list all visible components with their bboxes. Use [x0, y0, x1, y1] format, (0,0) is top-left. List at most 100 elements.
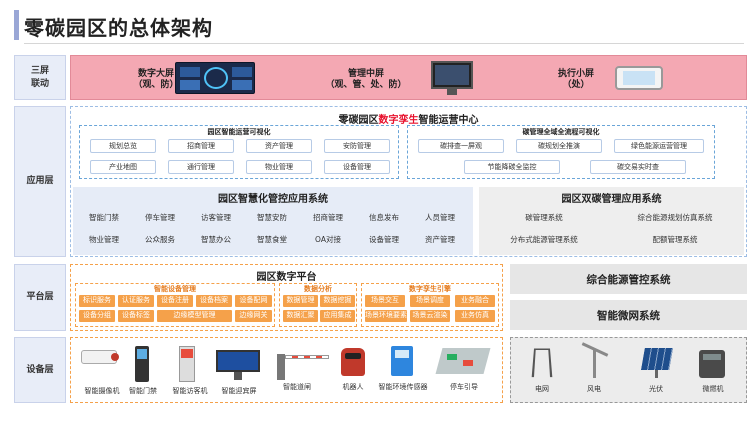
carbon-chip: 节能降碳全监控	[464, 160, 560, 174]
camera-lens-icon	[111, 353, 119, 361]
platform-chip: 边缘模型管理	[157, 310, 232, 322]
platform-chip: 设备注册	[157, 295, 193, 307]
monitor-icon	[431, 61, 473, 89]
platform-chip: 场景环境要素	[365, 310, 407, 322]
smart-control-item: 智慧食堂	[257, 235, 287, 244]
device-label: 停车引导	[450, 383, 478, 391]
layer-label-application: 应用层	[14, 106, 66, 257]
parking-spot-icon	[463, 360, 473, 366]
carbon-visual-group: 碳管理全域全流程可视化 碳排查一屏观 碳规划全推演 绿色能源运营管理 节能降碳全…	[407, 125, 715, 179]
layer-label-device: 设备层	[14, 337, 66, 403]
welcome-screen-stand-icon	[234, 372, 242, 380]
carbon-visual-title: 碳管理全域全流程可视化	[522, 128, 600, 136]
dashboard-screen-icon	[175, 62, 255, 94]
dual-carbon-system: 园区双碳管理应用系统 碳管理系统 综合能源规划仿真系统 分布式能源管理系统 配额…	[479, 187, 744, 255]
device-label: 机器人	[342, 383, 364, 391]
ops-chip: 安防管理	[324, 139, 390, 153]
device-label: 智能访客机	[172, 387, 208, 395]
platform-chip: 场景交互	[365, 295, 405, 307]
smart-control-item: 信息发布	[369, 213, 399, 222]
ops-chip: 资产管理	[246, 139, 312, 153]
platform-chip: 应用集成	[320, 310, 355, 322]
device-label: 智能摄像机	[84, 387, 120, 395]
smart-control-item: 公众服务	[145, 235, 175, 244]
energy-device-label: 风电	[587, 385, 601, 393]
smart-control-item: 人员管理	[425, 213, 455, 222]
mobile-phone-icon	[615, 66, 663, 90]
wind-turbine-icon	[593, 350, 596, 378]
smart-control-item: 设备管理	[369, 235, 399, 244]
visitor-kiosk-screen-icon	[181, 349, 193, 358]
platform-chip: 设备分组	[79, 310, 115, 322]
environment-sensor-display-icon	[395, 350, 409, 358]
access-terminal-screen-icon	[137, 349, 147, 359]
screen-label-medium: 管理中屏 （观、管、处、防）	[325, 69, 407, 90]
title-accent-bar	[14, 10, 19, 40]
application-layer: 零碳园区数字孪生智能运营中心 园区智能运营可视化 规划总览 招商管理 资产管理 …	[70, 106, 747, 257]
smart-control-item: 智慧办公	[201, 235, 231, 244]
platform-chip: 边缘网关	[235, 310, 272, 322]
parking-spot-icon	[447, 354, 457, 360]
title-divider	[24, 43, 744, 44]
smart-control-item: 物业管理	[89, 235, 119, 244]
platform-chip: 标识服务	[79, 295, 115, 307]
digital-twin-engine-group: 数字孪生引擎 场景交互 场景调度 业务融合 场景环境要素 场景云渲染 业务仿真	[361, 283, 499, 327]
platform-chip: 场景云渲染	[410, 310, 450, 322]
dual-carbon-item: 配额管理系统	[652, 235, 698, 244]
smart-microgrid-system: 智能微网系统	[510, 300, 747, 330]
carbon-chip: 碳交易实时查	[590, 160, 686, 174]
carbon-chip: 绿色能源运营管理	[614, 139, 704, 153]
page-title: 零碳园区的总体架构	[24, 16, 213, 40]
energy-device-label: 光伏	[649, 385, 663, 393]
data-analysis-group: 数据分析 数据管理 数据挖掘 数据汇聚 应用集成	[279, 283, 357, 327]
platform-chip: 设备档案	[196, 295, 232, 307]
digital-platform-title: 园区数字平台	[256, 272, 317, 283]
smart-control-item: 资产管理	[425, 235, 455, 244]
digital-twin-engine-title: 数字孪生引擎	[409, 285, 451, 293]
dual-carbon-item: 碳管理系统	[525, 213, 563, 222]
energy-device-label: 微燃机	[702, 385, 724, 393]
ops-chip: 产业地图	[90, 160, 156, 174]
digital-platform: 园区数字平台 智能设备管理 标识服务 认证服务 设备注册 设备档案 设备配网 设…	[70, 264, 503, 331]
ops-chip: 规划总览	[90, 139, 156, 153]
smart-control-item: 智慧安防	[257, 213, 287, 222]
park-ops-visual-group: 园区智能运营可视化 规划总览 招商管理 资产管理 安防管理 产业地图 通行管理 …	[79, 125, 399, 179]
smart-control-item: 停车管理	[145, 213, 175, 222]
dual-carbon-item: 综合能源规划仿真系统	[637, 213, 713, 222]
data-analysis-title: 数据分析	[304, 285, 332, 293]
carbon-chip: 碳排查一屏观	[418, 139, 504, 153]
park-ops-visual-title: 园区智能运营可视化	[207, 128, 271, 136]
smart-control-item: OA对接	[315, 235, 341, 244]
device-label: 智能迎宾屏	[221, 387, 257, 395]
smart-control-item: 智能门禁	[89, 213, 119, 222]
dual-carbon-title: 园区双碳管理应用系统	[561, 194, 662, 205]
screen-label-large: 数字大屏 （观、防）	[133, 69, 179, 90]
platform-chip: 认证服务	[118, 295, 154, 307]
ops-chip: 物业管理	[246, 160, 312, 174]
device-label: 智能环境传感器	[378, 383, 428, 391]
barrier-gate-post-icon	[277, 354, 285, 380]
ops-chip: 通行管理	[168, 160, 234, 174]
device-mgmt-title: 智能设备管理	[154, 285, 196, 293]
layer-label-platform: 平台层	[14, 264, 66, 331]
smart-control-title: 园区智慧化管控应用系统	[218, 194, 328, 205]
robot-visor-icon	[345, 353, 361, 359]
integrated-energy-system: 综合能源管控系统	[510, 264, 747, 294]
power-grid-tower-icon	[531, 348, 553, 378]
platform-chip: 设备配网	[235, 295, 272, 307]
platform-chip: 设备标签	[118, 310, 154, 322]
barrier-gate-arm-icon	[285, 355, 329, 359]
screen-label-small: 执行小屏 （处）	[557, 69, 594, 90]
ops-chip: 招商管理	[168, 139, 234, 153]
ops-center-title: 零碳园区数字孪生智能运营中心	[338, 115, 479, 126]
smart-control-item: 访客管理	[201, 213, 231, 222]
platform-chip: 业务仿真	[455, 310, 495, 322]
dual-carbon-item: 分布式能源管理系统	[510, 235, 578, 244]
platform-chip: 数据汇聚	[283, 310, 318, 322]
micro-turbine-panel-icon	[703, 354, 721, 360]
solar-panel-icon	[641, 348, 673, 370]
ops-chip: 设备管理	[324, 160, 390, 174]
device-label: 智能门禁	[129, 387, 157, 395]
platform-chip: 业务融合	[455, 295, 495, 307]
platform-chip: 场景调度	[410, 295, 450, 307]
